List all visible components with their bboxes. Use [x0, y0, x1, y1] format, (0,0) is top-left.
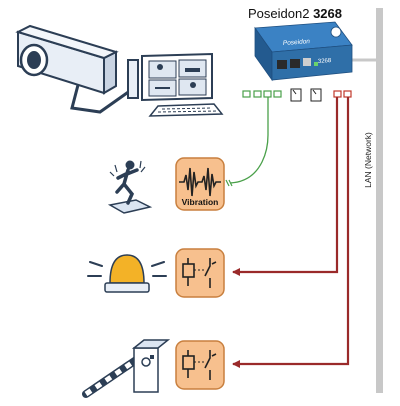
- monitor-icon: [141, 52, 213, 102]
- vibration-person-icon: [107, 160, 153, 214]
- warning-beacon-icon: [87, 254, 167, 293]
- device-title: Poseidon2 3268: [248, 6, 342, 21]
- vibration-label: Vibration: [182, 197, 219, 207]
- device-face-model: 3268: [318, 58, 332, 65]
- relay-output-panel-1: [175, 248, 225, 298]
- security-camera-icon: [15, 24, 139, 114]
- terminal-row: [242, 88, 352, 102]
- wires: [225, 97, 350, 368]
- lan-bar: [376, 8, 383, 393]
- poseidon-device: Poseidon 3268: [254, 21, 353, 82]
- lan-network: LAN (Network): [352, 8, 383, 393]
- sensor-wire: [229, 97, 269, 184]
- relay-wire-1: [232, 97, 339, 276]
- barrier-gate-icon: [82, 339, 171, 398]
- device-face-brand: Poseidon: [283, 38, 311, 47]
- relay-switch-icon: [182, 350, 217, 380]
- vibration-sensor-panel: Vibration: [175, 157, 225, 211]
- lan-label: LAN (Network): [363, 132, 373, 188]
- relay-switch-icon: [182, 258, 217, 288]
- relay-output-panel-2: [175, 340, 225, 390]
- relay-wire-2: [232, 97, 350, 368]
- vibration-wave-icon: [179, 167, 221, 197]
- keyboard-icon: [148, 103, 224, 117]
